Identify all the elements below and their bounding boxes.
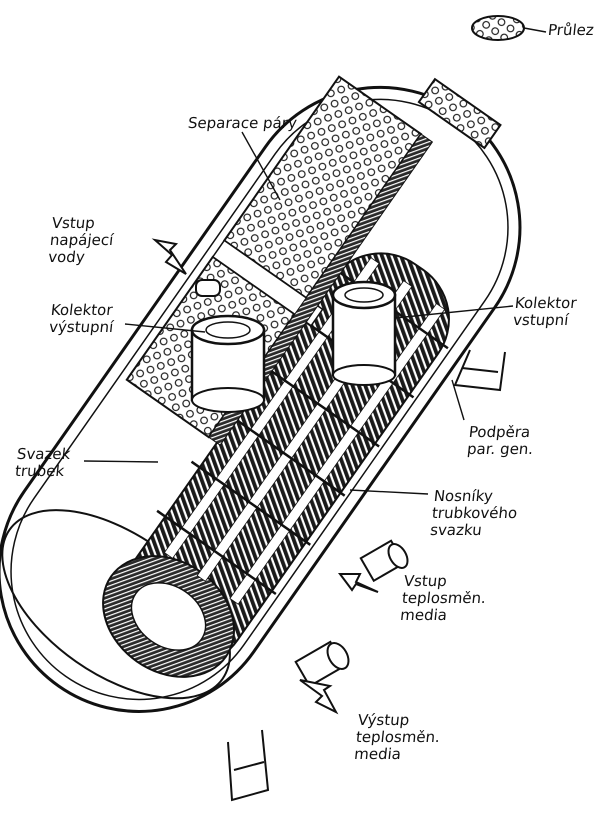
- medium-outlet-arrow: [299, 679, 339, 715]
- medium-inlet-arrow: [338, 573, 379, 593]
- feedwater-nozzle: [195, 279, 221, 297]
- label-tube-bundle: Svazek trubek: [14, 445, 72, 480]
- generator-support-lower: [227, 729, 270, 802]
- feedwater-inlet-arrow: [151, 238, 187, 275]
- label-manhole: Průlez: [547, 21, 595, 39]
- manhole-neck: [417, 77, 502, 150]
- label-medium-inlet: Vstup teplosměn. media: [399, 572, 487, 624]
- generator-support-upper: [453, 349, 506, 392]
- separator-divider: [211, 239, 324, 327]
- label-steam-separation: Separace páry: [187, 114, 298, 132]
- inlet-collector: [331, 280, 397, 386]
- label-support: Podpěra par. gen.: [466, 423, 535, 458]
- label-feedwater-inlet: Vstup napájecí vody: [47, 214, 115, 266]
- label-outlet-collector: Kolektor výstupní: [48, 301, 115, 336]
- manhole: [471, 15, 525, 41]
- leader-lines: [83, 27, 547, 495]
- u-bend-core: [130, 582, 207, 651]
- label-bundle-beams: Nosníky trubkového svazku: [429, 487, 519, 539]
- outlet-collector: [190, 314, 266, 413]
- medium-outlet-pipe: [294, 640, 350, 688]
- bundle-support-beams: [156, 264, 449, 596]
- label-medium-outlet: Výstup teplosměn. media: [353, 711, 441, 763]
- label-inlet-collector: Kolektor vstupní: [512, 294, 578, 329]
- tube-channel: [163, 257, 380, 559]
- medium-inlet-pipe: [359, 539, 409, 583]
